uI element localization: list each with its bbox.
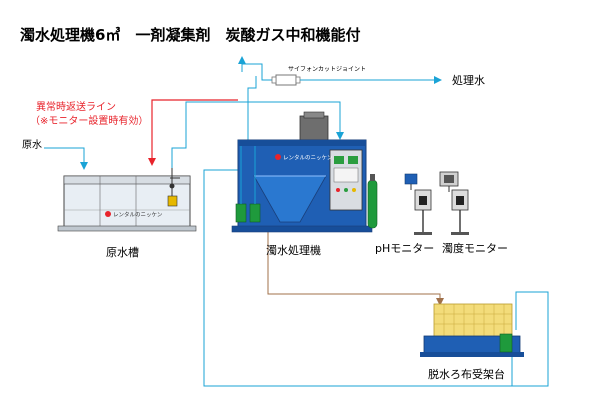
turbid-water-processor (231, 111, 378, 233)
raw-water-label: 原水 (22, 139, 42, 151)
raw-water-tank (57, 168, 197, 232)
brand-logo-1: レンタルのニッケン (105, 211, 163, 219)
overflow-line (247, 76, 257, 146)
svg-text:レンタルのニッケン: レンタルのニッケン (283, 154, 333, 162)
siphon-cut-joint-label: サイフォンカットジョイント (288, 66, 366, 73)
turbidity-monitor (439, 171, 469, 235)
filter-cloth-rack-label: 脱水ろ布受架台 (428, 367, 505, 381)
feed-line (171, 101, 344, 170)
turbidity-monitor-label: 濁度モニター (442, 241, 508, 255)
return-line (148, 99, 238, 166)
rack-return-line (512, 291, 549, 387)
ph-monitor-label: pHモニター (375, 242, 434, 255)
return-line-label: 異常時返送ライン (36, 100, 116, 113)
sludge-line (267, 232, 444, 306)
ph-monitor (404, 173, 432, 235)
return-line-note: （※モニター設置時有効） (30, 114, 148, 127)
processor-to-rack-line (203, 169, 513, 387)
svg-text:レンタルのニッケン: レンタルのニッケン (113, 211, 163, 219)
siphon-vent-arrow (238, 56, 246, 64)
siphon-cut-joint (275, 74, 297, 86)
turbid-water-processor-label: 濁水処理機 (266, 243, 321, 257)
siphon-line (241, 63, 276, 81)
brand-logo-2: レンタルのニッケン (275, 154, 333, 162)
treated-water-label: 処理水 (452, 74, 485, 87)
filter-cloth-rack (420, 303, 524, 357)
raw-water-tank-label: 原水槽 (106, 246, 139, 259)
diagram-title: 濁水処理機6㎥ 一剤凝集剤 炭酸ガス中和機能付 (20, 26, 360, 44)
raw-water-inlet-line (44, 147, 88, 170)
